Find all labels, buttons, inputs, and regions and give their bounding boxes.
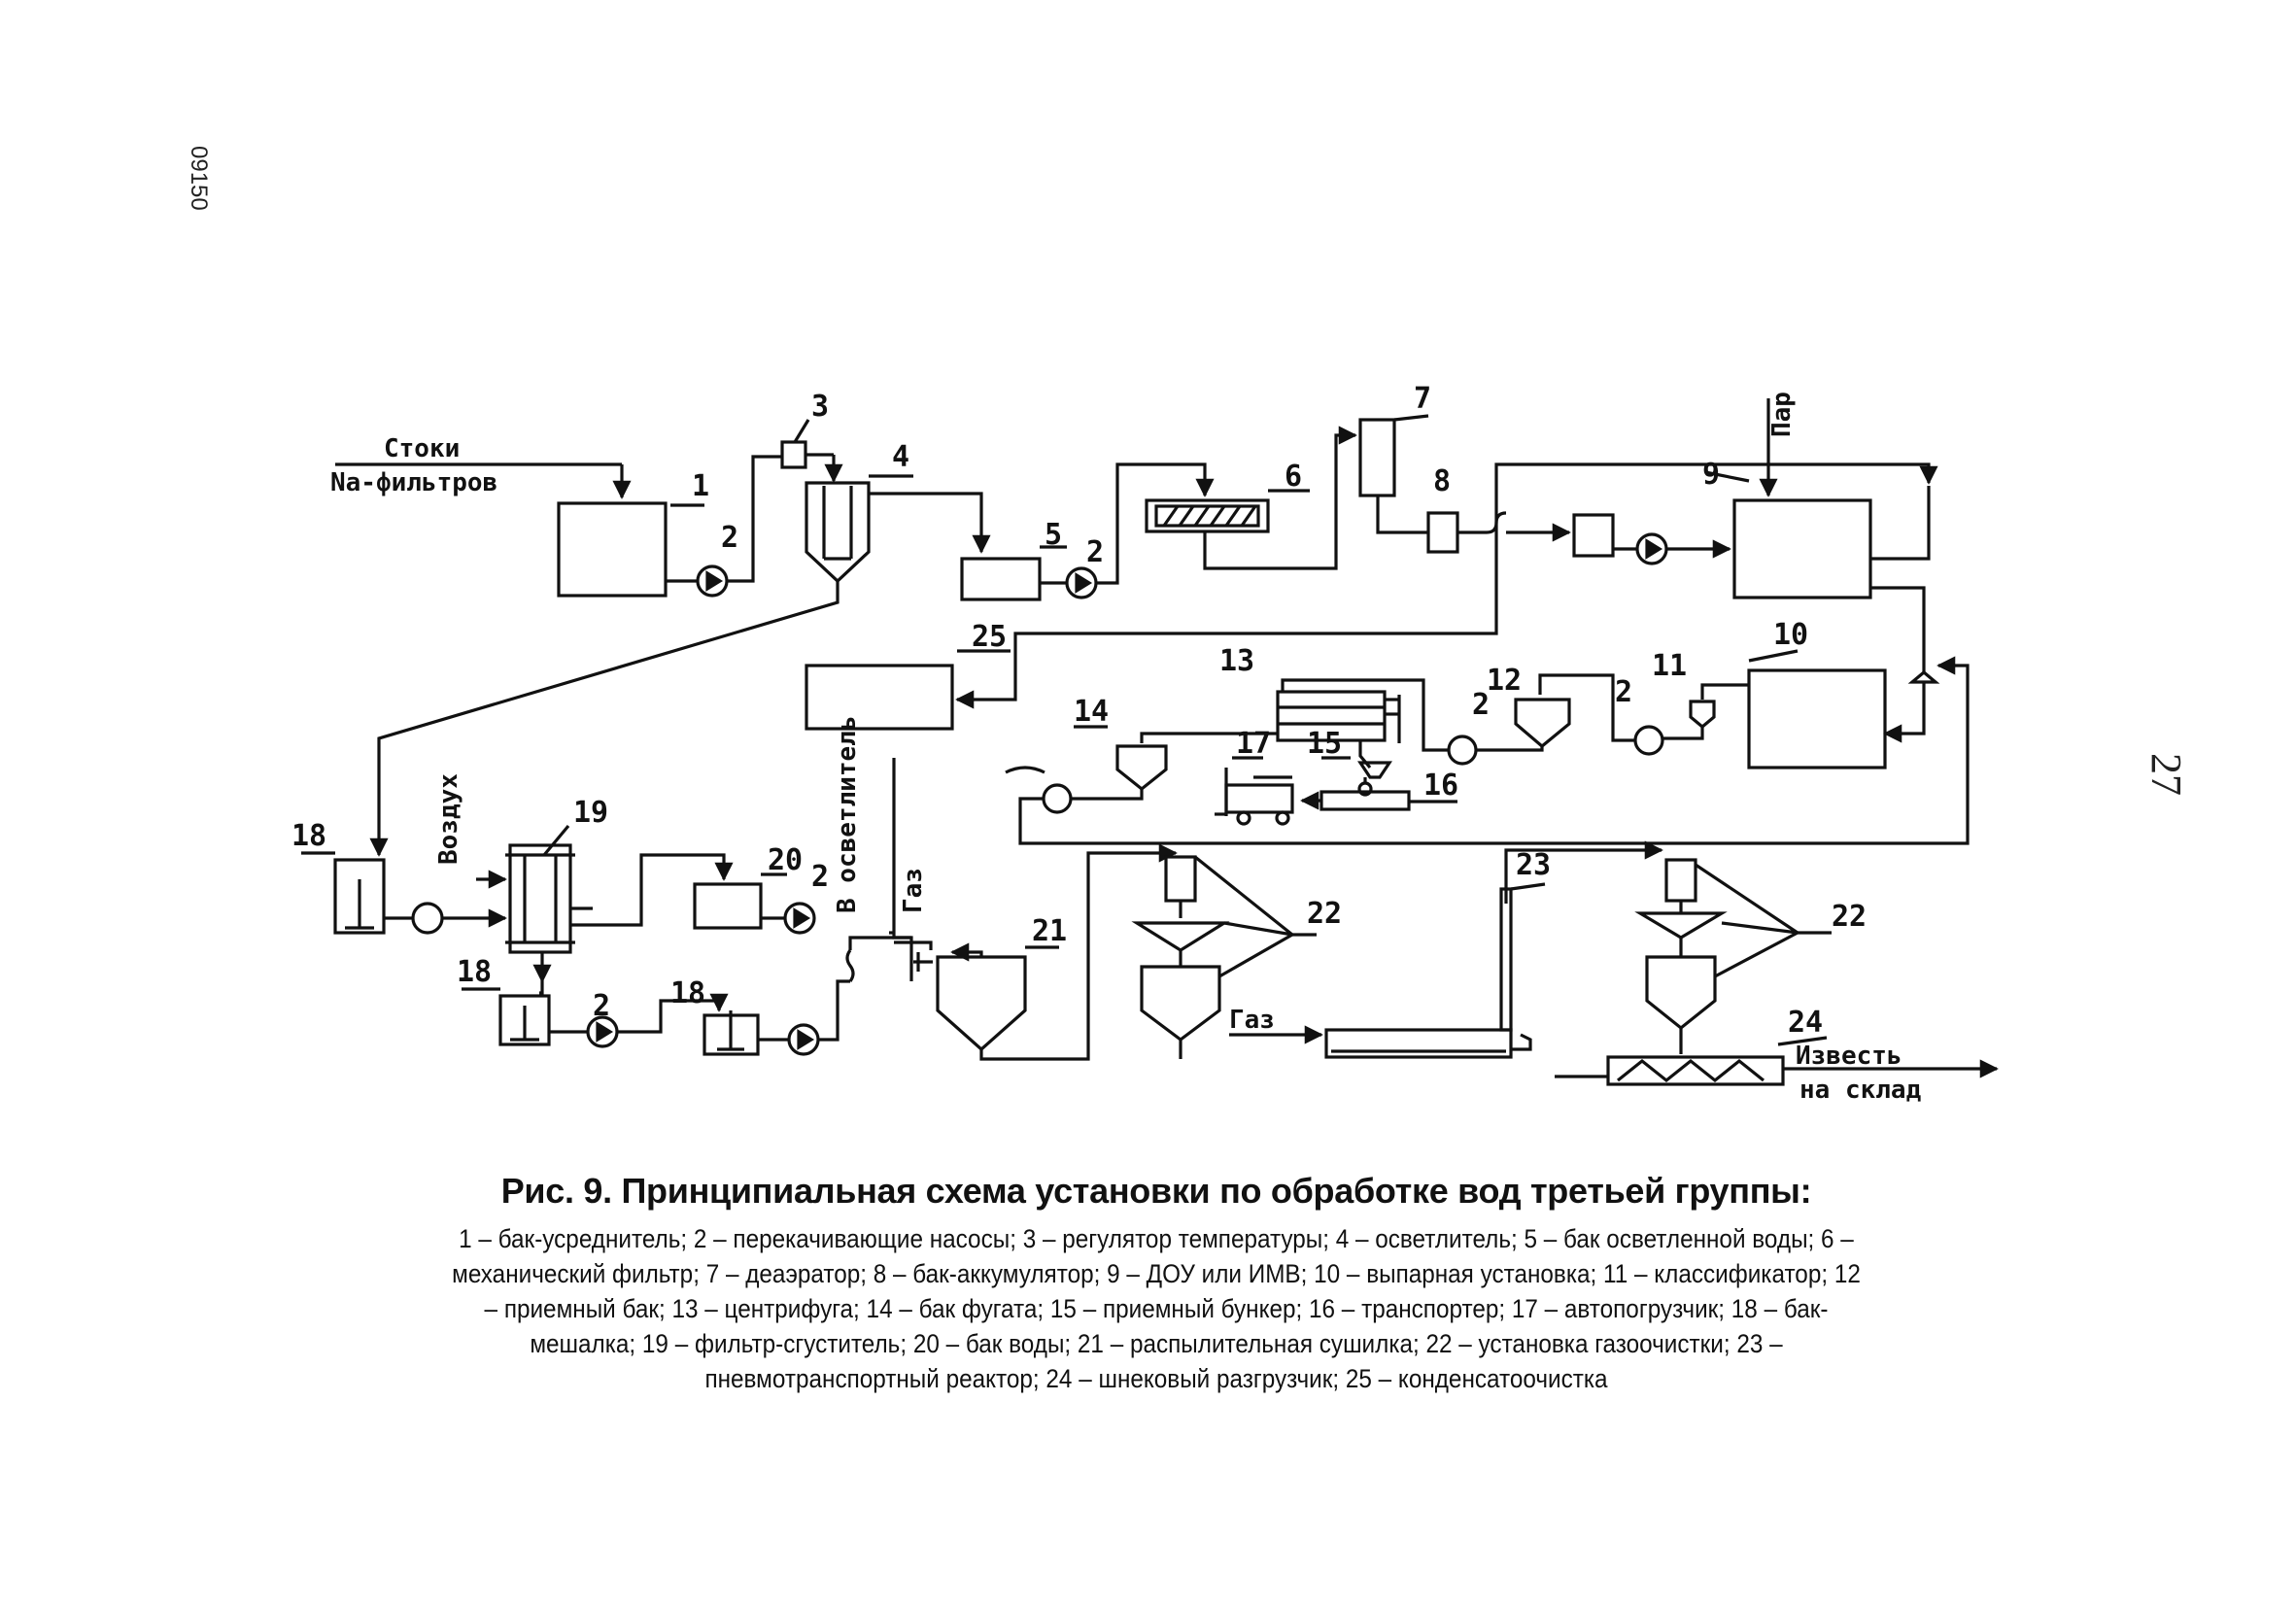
label-13: 13 — [1219, 644, 1254, 678]
water-tank-20 — [693, 882, 763, 930]
label-15: 15 — [1307, 727, 1342, 761]
pump-2e — [1447, 735, 1478, 766]
figure-legend: 1 – бак-усреднитель; 2 – перекачивающие … — [452, 1224, 1861, 1393]
label-21: 21 — [1032, 914, 1067, 948]
inflow-lines — [335, 462, 632, 499]
filter-hatch — [1162, 505, 1257, 527]
fugate-tank-14 — [1115, 744, 1168, 792]
label-2i: 2 — [593, 989, 610, 1023]
label-2d: 2 — [1615, 675, 1632, 709]
label-18a: 18 — [291, 819, 326, 853]
label-8: 8 — [1433, 464, 1451, 498]
dou-imv-unit-9 — [1732, 498, 1872, 599]
pneumotransport-reactor-23 — [1324, 887, 1513, 1059]
label-16: 16 — [1423, 769, 1458, 803]
label-19: 19 — [573, 796, 608, 830]
gas-cleaning-unit-22b — [1634, 858, 1728, 1054]
figure-caption: Рис. 9. Принципиальная схема установки п… — [369, 1171, 1943, 1396]
pump-2d — [1633, 725, 1664, 756]
label-25: 25 — [972, 620, 1007, 654]
clarifier-4 — [805, 481, 871, 584]
label-10: 10 — [1773, 618, 1808, 652]
thickener-filter-19 — [508, 843, 572, 954]
label-2e: 2 — [1472, 688, 1490, 722]
label-17: 17 — [1236, 727, 1271, 761]
label-9: 9 — [1702, 458, 1720, 492]
label-5: 5 — [1045, 518, 1062, 552]
centrifuge-13 — [1276, 690, 1387, 742]
forklift-loader-17 — [1215, 768, 1294, 826]
lime-label-2: на склад — [1799, 1076, 1921, 1105]
label-18b: 18 — [457, 955, 492, 989]
label-20: 20 — [768, 843, 803, 877]
label-22b: 22 — [1832, 900, 1867, 934]
label-1: 1 — [692, 469, 709, 503]
label-7: 7 — [1414, 382, 1431, 416]
label-2h: 2 — [811, 860, 829, 894]
label-2a: 2 — [721, 521, 738, 555]
mechanical-filter-6 — [1145, 498, 1270, 533]
pump-2h — [783, 902, 816, 935]
clarified-label: В осветлитель — [833, 716, 862, 914]
label-3: 3 — [811, 390, 829, 424]
label-6: 6 — [1285, 460, 1302, 494]
label-12: 12 — [1487, 664, 1522, 698]
label-14: 14 — [1074, 695, 1109, 729]
pump-2f — [1042, 783, 1073, 814]
accumulator-tank-8 — [1426, 511, 1459, 554]
inflow-label-2: Na-фильтров — [330, 468, 497, 497]
spray-dryer-21 — [936, 955, 1027, 1052]
receiving-hopper-15 — [1357, 761, 1392, 779]
label-11: 11 — [1652, 649, 1687, 683]
label-24: 24 — [1788, 1006, 1823, 1040]
mixer-tank-18a — [333, 858, 386, 935]
receiving-tank-12 — [1514, 698, 1571, 749]
lime-label-1: Известь — [1796, 1042, 1902, 1071]
temperature-regulator-3 — [780, 440, 807, 469]
label-18c: 18 — [670, 976, 705, 1010]
gas-cleaning-unit-22a — [1131, 855, 1230, 1059]
condensate-purification-25 — [805, 664, 954, 731]
pump-2g — [411, 902, 444, 935]
label-4: 4 — [892, 440, 909, 474]
evaporator-10 — [1747, 668, 1887, 769]
gas-vertical-label: Газ — [899, 868, 928, 913]
air-label: Воздух — [434, 773, 463, 865]
label-22a: 22 — [1307, 897, 1342, 931]
deaerator-7 — [1358, 418, 1396, 497]
label-2b: 2 — [1086, 535, 1104, 569]
equalizing-tank-1 — [557, 501, 668, 598]
clarified-water-tank-5 — [960, 557, 1042, 601]
label-23: 23 — [1516, 848, 1551, 882]
intermediate-tank — [1572, 513, 1615, 558]
steam-label: Пар — [1767, 392, 1797, 437]
figure-title: Рис. 9. Принципиальная схема установки п… — [500, 1171, 1812, 1211]
gas-inlet-label: Газ — [1229, 1006, 1275, 1035]
classifier-11 — [1689, 700, 1716, 730]
mixer-tank-18b — [498, 994, 551, 1046]
inflow-label-1: Стоки — [384, 434, 460, 463]
screw-unloader-24 — [1606, 1055, 1785, 1086]
